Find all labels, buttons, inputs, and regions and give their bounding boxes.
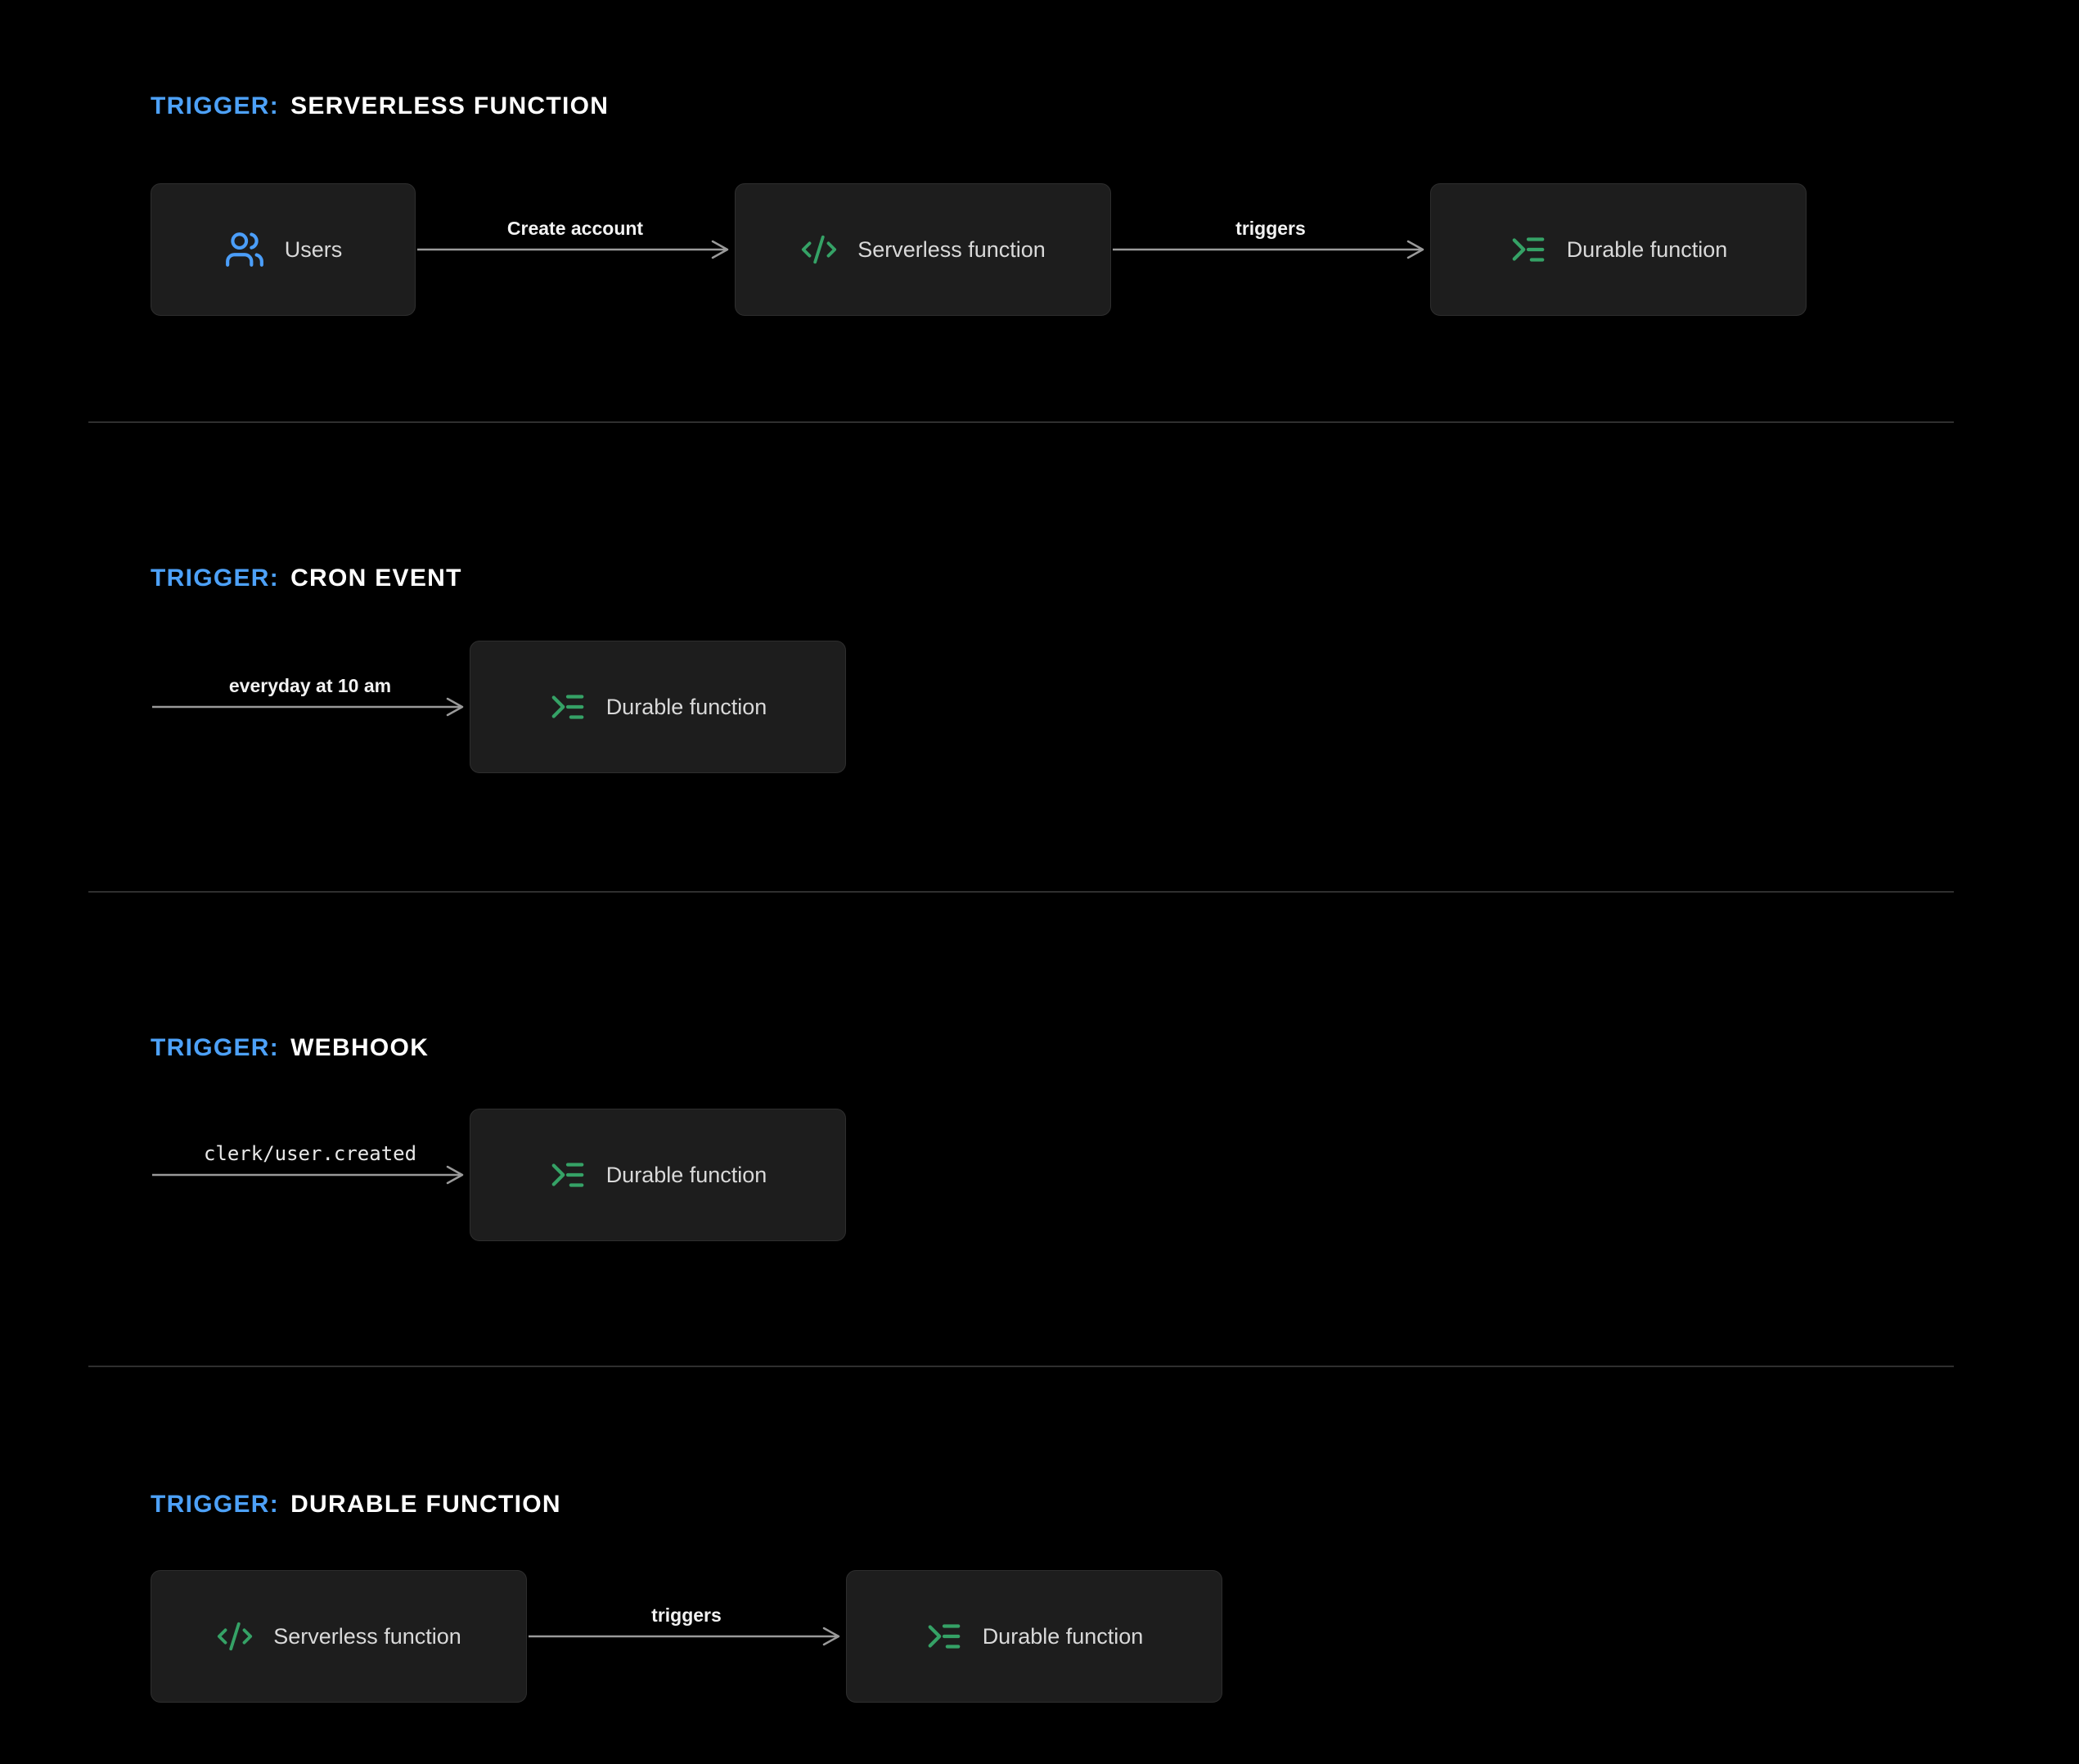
section-title-prefix: TRIGGER: (151, 92, 280, 119)
durable-function-icon (925, 1618, 963, 1655)
durable-function-node: Durable function (1430, 183, 1807, 316)
section-divider (88, 421, 1954, 423)
flow-diagram: clerk/user.created Durable function (151, 1109, 2079, 1241)
serverless-function-node: Serverless function (151, 1570, 527, 1703)
arrow-line (417, 240, 729, 259)
arrow-label: Create account (506, 218, 644, 239)
node-label: Durable function (1566, 236, 1728, 262)
section-divider (88, 891, 1954, 893)
durable-function-icon (1510, 231, 1547, 268)
arrow-label: triggers (1235, 218, 1306, 239)
section-title-name: CRON EVENT (290, 565, 462, 592)
users-node: Users (151, 183, 416, 316)
node-label: Durable function (605, 694, 767, 719)
section-title-name: SERVERLESS FUNCTION (290, 92, 610, 119)
section-title: TRIGGER: CRON EVENT (151, 564, 2079, 593)
flow-diagram: Users Create account Serverless function… (151, 183, 2079, 316)
section-trigger-cron-event: TRIGGER: CRON EVENT everyday at 10 am Dur… (0, 423, 2079, 773)
arrow-label: clerk/user.created (203, 1142, 417, 1165)
durable-function-node: Durable function (470, 641, 846, 773)
section-title: TRIGGER: SERVERLESS FUNCTION (151, 92, 2079, 121)
arrow-line (529, 1627, 840, 1646)
node-label: Serverless function (273, 1623, 461, 1649)
arrow-line (152, 697, 464, 717)
section-title-prefix: TRIGGER: (151, 1491, 280, 1518)
arrow-label: triggers (651, 1604, 722, 1626)
serverless-function-node: Serverless function (735, 183, 1111, 316)
flow-diagram: everyday at 10 am Durable function (151, 641, 2079, 773)
durable-function-node: Durable function (470, 1109, 846, 1241)
node-label: Users (284, 236, 343, 262)
section-title-prefix: TRIGGER: (151, 565, 280, 592)
arrow-line (152, 1165, 464, 1185)
section-title-prefix: TRIGGER: (151, 1034, 280, 1061)
arrow-triggers: triggers (527, 1570, 846, 1703)
users-icon (224, 229, 265, 270)
section-title-name: DURABLE FUNCTION (290, 1491, 561, 1518)
section-trigger-durable-function: TRIGGER: DURABLE FUNCTION Serverless func… (0, 1367, 2079, 1703)
durable-function-node: Durable function (846, 1570, 1222, 1703)
arrow-create-account: Create account (416, 183, 735, 316)
code-icon (216, 1618, 254, 1655)
durable-function-icon (549, 1156, 587, 1194)
code-icon (800, 231, 838, 268)
section-title: TRIGGER: WEBHOOK (151, 1033, 2079, 1063)
arrow-label: everyday at 10 am (228, 675, 392, 696)
arrow-line (1113, 240, 1424, 259)
section-title-name: WEBHOOK (290, 1034, 430, 1061)
section-trigger-serverless-function: TRIGGER: SERVERLESS FUNCTION Users Create… (0, 0, 2079, 316)
node-label: Durable function (982, 1623, 1144, 1649)
arrow-cron-schedule: everyday at 10 am (151, 641, 470, 773)
durable-function-icon (549, 688, 587, 726)
section-title: TRIGGER: DURABLE FUNCTION (151, 1490, 2079, 1519)
section-divider (88, 1366, 1954, 1367)
node-label: Durable function (605, 1162, 767, 1187)
arrow-webhook-event: clerk/user.created (151, 1109, 470, 1241)
section-trigger-webhook: TRIGGER: WEBHOOK clerk/user.created Durab… (0, 893, 2079, 1241)
node-label: Serverless function (857, 236, 1046, 262)
arrow-triggers: triggers (1111, 183, 1430, 316)
flow-diagram: Serverless function triggers Durable fun… (151, 1570, 2079, 1703)
